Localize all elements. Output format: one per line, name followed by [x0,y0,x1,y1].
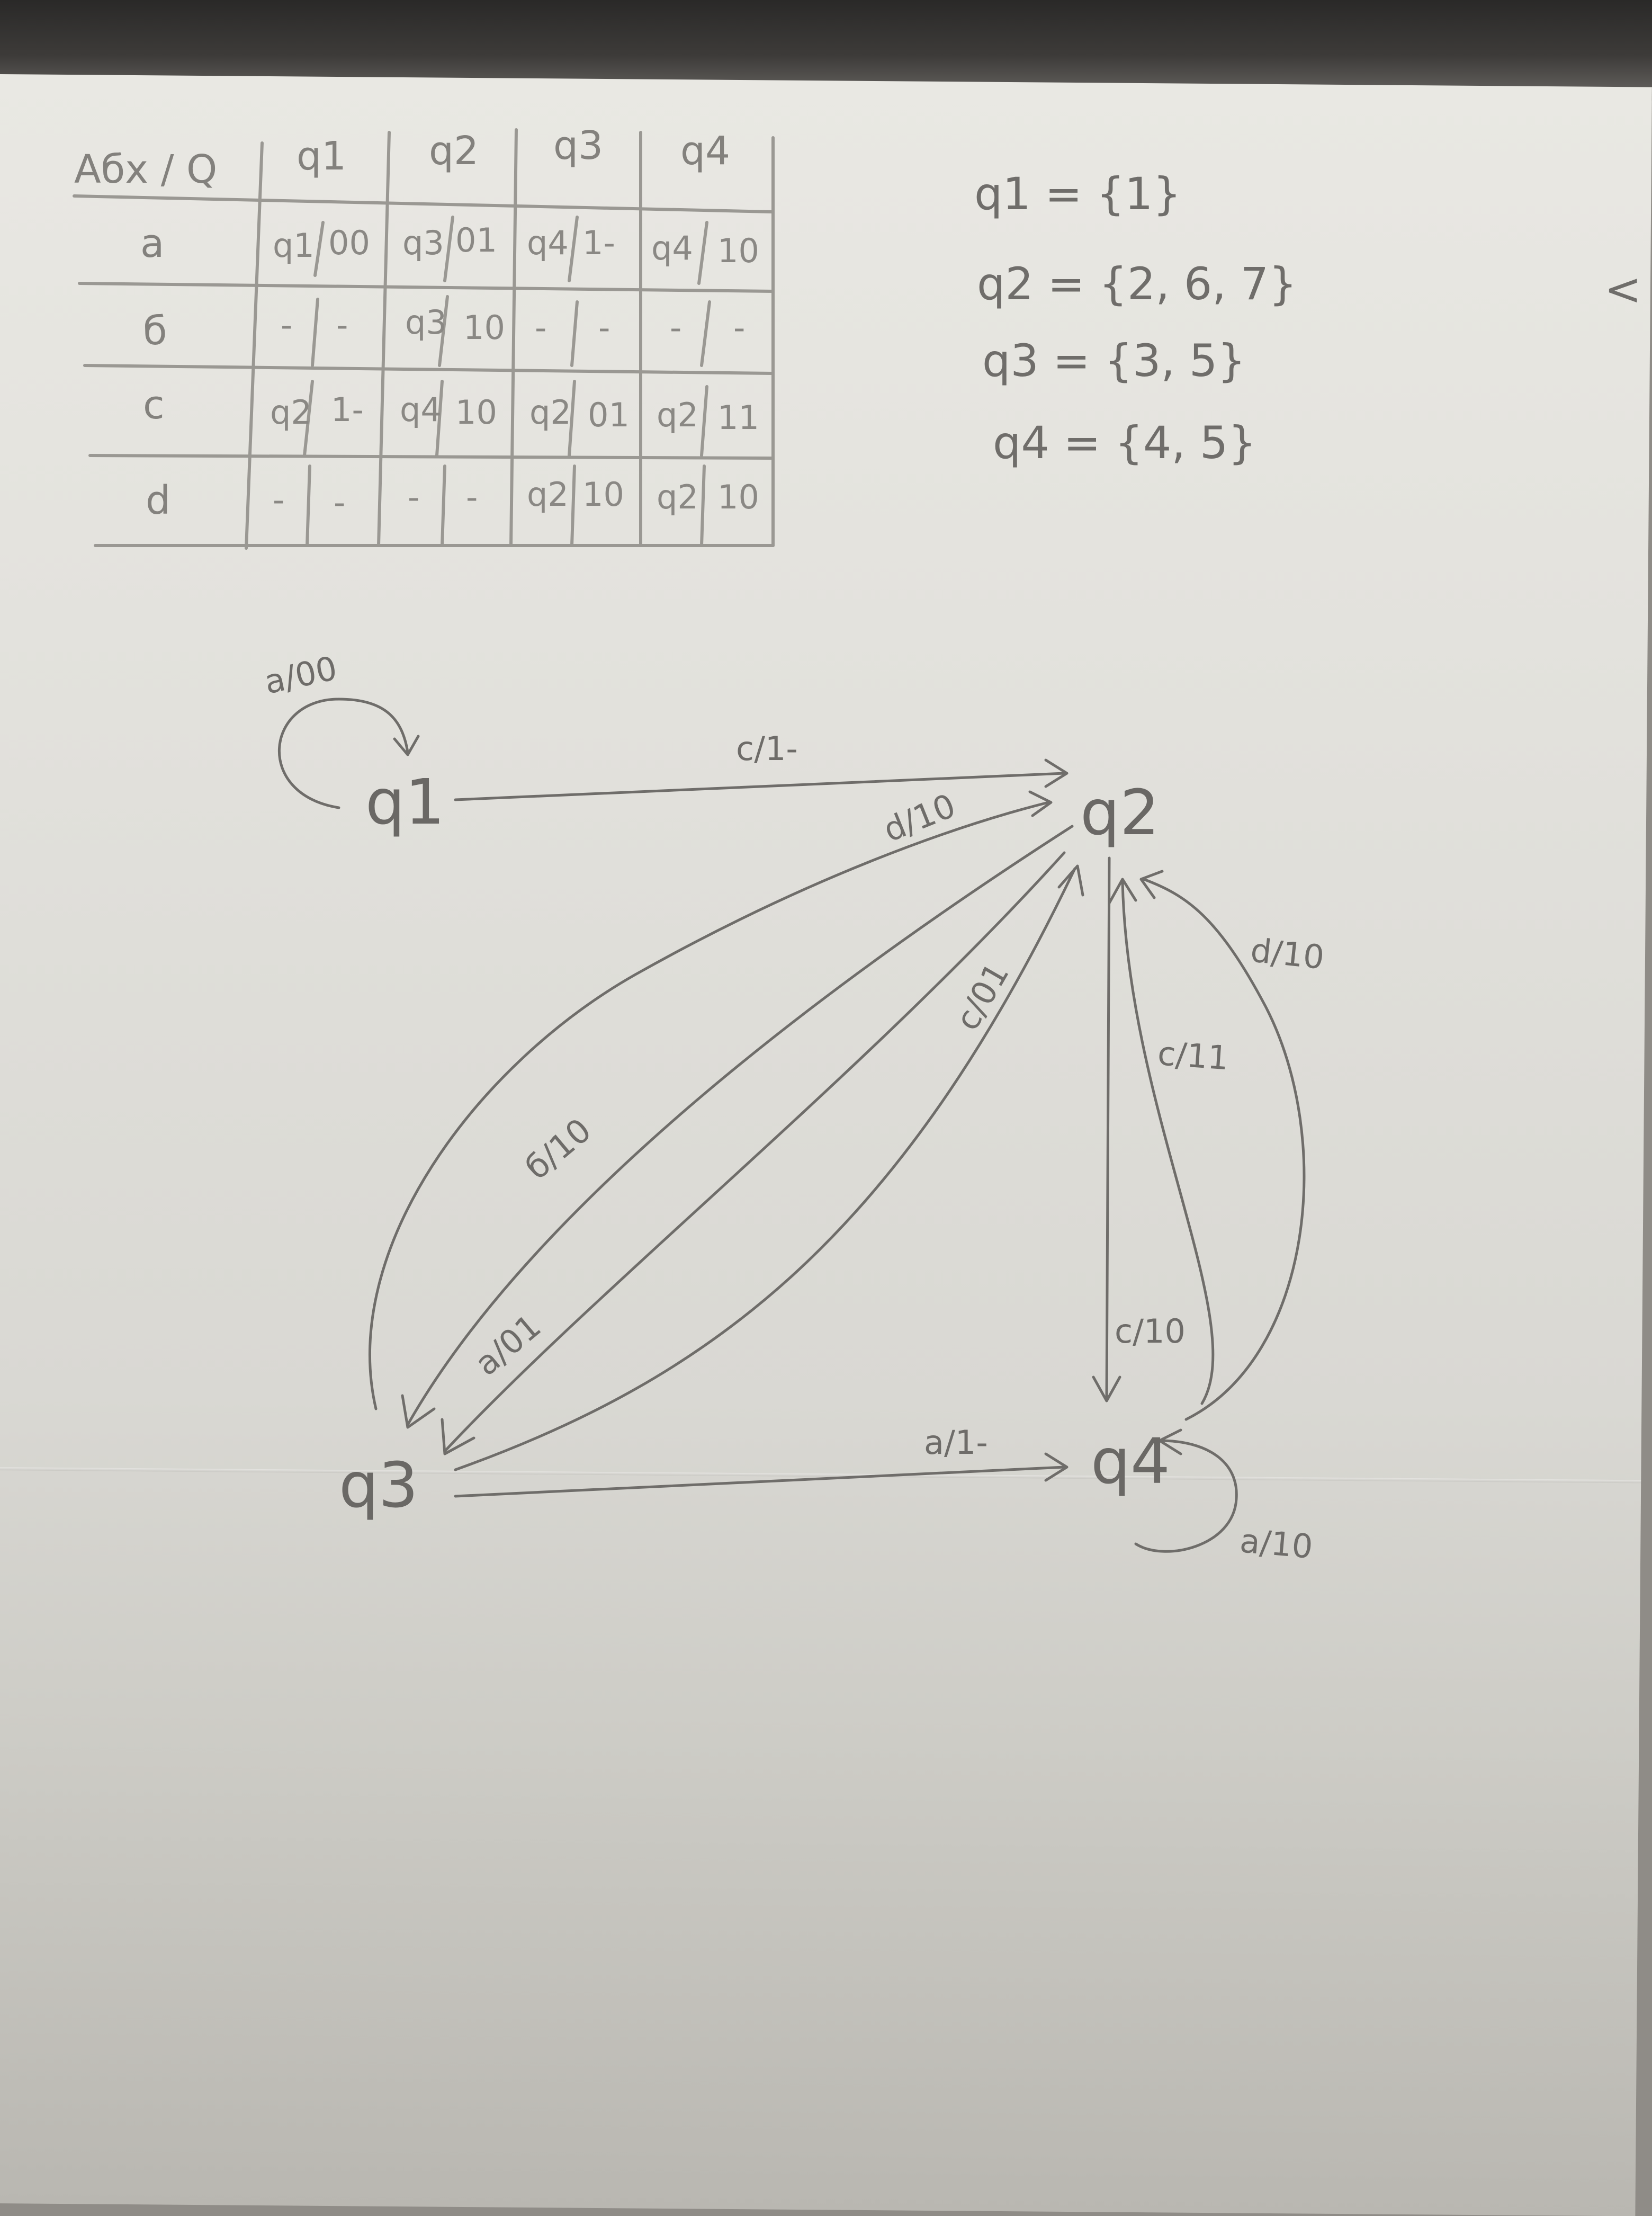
transition-q3-q4 [454,1466,1066,1498]
table-cell-output: - [334,483,345,522]
transition-label: c/01 [948,956,1017,1036]
transition-q3-q2-c [454,867,1076,1471]
table-cell-output: 10 [463,308,505,347]
transition-label: c/11 [1156,1034,1230,1077]
transition-q4-q2-d [1142,878,1306,1421]
transition-q2-q4 [1105,856,1111,1400]
arrowhead [1028,790,1053,817]
table-cell-output: - [466,478,478,516]
table-header-q3: q3 [553,123,603,168]
table-cell-output: 11 [717,398,759,437]
table-cell-state: q4 [400,390,442,429]
table-cell-output: 10 [717,478,759,516]
table-cell-state: q4 [527,224,569,262]
table-cell-state: - [281,306,292,344]
transition-q1-loop [278,698,409,809]
state-set-q1: q1 = {1} [974,168,1181,220]
arrowhead [441,1418,475,1455]
table-cell-state: q3 [402,224,444,262]
transition-q4-q2-c [1121,880,1215,1405]
transition-label: d/10 [878,786,960,850]
transition-label: c/1- [736,729,798,768]
table-grid [73,128,775,550]
table-row-symbol-c: c [143,382,165,428]
transition-label: d/10 [1249,931,1326,977]
transition-q2-q3-b [406,825,1074,1426]
table-cell-state: - [273,480,284,519]
arrowhead [1108,878,1137,905]
state-q4: q4 [1091,1425,1170,1498]
transition-q3-q2-d [369,801,1050,1410]
table-header-q1: q1 [297,133,346,179]
arrowhead [1044,1452,1069,1482]
table-cell-output: 01 [455,221,497,260]
table-cell-state: q2 [270,393,312,432]
table-cell-output: 1- [331,390,364,429]
state-set-q4: q4 = {4, 5} [993,417,1256,469]
table-header-q2: q2 [429,128,479,174]
arrowhead [1092,1375,1121,1402]
state-set-q3: q3 = {3, 5} [982,335,1246,387]
state-set-definitions: q1 = {1} q2 = {2, 6, 7} q3 = {3, 5} q4 =… [974,168,1297,469]
table-cell-state: q2 [529,393,571,432]
state-q2: q2 [1080,776,1160,849]
arrowhead [1044,758,1069,788]
table-row-symbol-d: d [146,478,170,523]
transition-q2-q3-a [443,851,1066,1453]
arrowhead [1139,870,1164,899]
table-cell-state: q2 [657,478,698,516]
transition-label: c/10 [1115,1312,1186,1351]
table-cell-state: q1 [273,226,315,265]
table-cell-state: q2 [527,475,569,514]
table-cell-output: 01 [588,396,630,434]
table-cell-output: 1- [582,224,615,262]
transition-label: б/10 [518,1111,599,1187]
table-cell-state: - [535,308,546,347]
table-cell-output: 10 [717,231,759,270]
table-row-symbol-a: a [140,221,164,266]
table-cell-output: - [733,308,745,347]
transition-label: a/1- [924,1423,988,1462]
arrowhead [1158,1428,1182,1455]
margin-mark: < [1604,263,1641,315]
table-cell-output: 10 [455,393,497,432]
table-cell-state: - [670,308,681,347]
table-cell-state: q2 [657,396,698,434]
arrowhead [1057,864,1084,897]
table-cell-output: 10 [582,475,624,514]
transition-label: a/10 [1238,1521,1315,1566]
table-corner-label: Aбx / Q [74,147,217,192]
table-row-symbol-b: б [143,308,167,354]
transition-q4-loop [1134,1439,1238,1553]
state-set-q2: q2 = {2, 6, 7} [977,258,1297,310]
arrowhead [401,1394,436,1429]
arrowhead [393,735,420,756]
state-q1: q1 [365,765,445,838]
table-cell-output: 00 [328,224,370,262]
table-cell-state: - [408,478,419,516]
transition-table: Aбx / Q q1 q2 q3 q4 a б c d q1 00 q3 01 … [73,123,775,550]
state-diagram: a/00 c/1- d/10 б/10 a/01 c/01 c/10 c/11 [261,649,1326,1566]
transition-label: a/00 [261,649,340,702]
table-cell-state: q3 [405,303,447,342]
transition-q1-q2 [454,772,1066,801]
state-q3: q3 [339,1449,418,1522]
table-cell-output: - [598,308,610,347]
table-header-q4: q4 [680,128,730,174]
table-cell-state: q4 [651,229,693,267]
table-cell-output: - [336,306,348,344]
